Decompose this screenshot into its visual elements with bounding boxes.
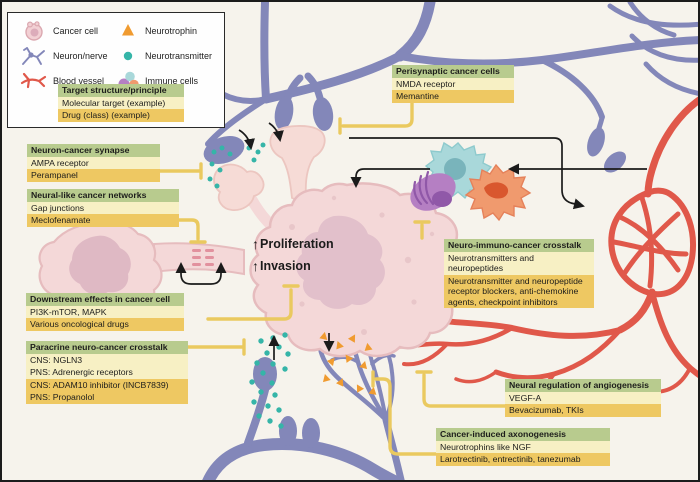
legend-item-neurotransmitter: Neurotransmitter [116, 45, 212, 67]
legend-item-cancer-cell: Cancer cell [20, 20, 98, 42]
legend-key: Target structure/principle Molecular tar… [58, 84, 184, 122]
box-drug: Neurotransmitter and neuropeptide recept… [444, 274, 594, 308]
effect-invasion: ↑ Invasion [252, 258, 334, 274]
box-target: PI3K-mTOR, MAPK [26, 305, 184, 318]
box-title: Neuro-immuno-cancer crosstalk [444, 239, 594, 252]
neuron-icon [22, 47, 45, 65]
neurotransmitter-icon [123, 51, 133, 61]
box-paracrine-crosstalk: Paracrine neuro-cancer crosstalk CNS: NG… [26, 341, 188, 404]
legend-label: Neuron/nerve [53, 51, 108, 61]
box-title: Neural-like cancer networks [27, 189, 179, 202]
legend-key-drug: Drug (class) (example) [58, 109, 184, 122]
box-downstream-effects: Downstream effects in cancer cell PI3K-m… [26, 293, 184, 331]
box-drug: Meclofenamate [27, 214, 179, 227]
box-drug: Various oncological drugs [26, 318, 184, 331]
box-title: Perisynaptic cancer cells [392, 65, 514, 78]
box-perisynaptic-cancer-cells: Perisynaptic cancer cells NMDA receptor … [392, 65, 514, 103]
box-target: NMDA receptor [392, 77, 514, 90]
blood-vessel-icon [20, 72, 47, 89]
effect-label: Invasion [260, 259, 311, 273]
legend: Cancer cell Neuron/nerve Blood vessel Ne… [7, 12, 225, 128]
effect-proliferation: ↑ Proliferation [252, 236, 334, 252]
box-target: PNS: Adrenergic receptors [26, 366, 188, 379]
cancer-cell-effects: ↑ Proliferation ↑ Invasion [252, 236, 334, 282]
legend-item-neurotrophin: Neurotrophin [116, 20, 197, 42]
effect-label: Proliferation [260, 237, 334, 251]
gap-junction [192, 249, 214, 266]
box-target: VEGF-A [505, 391, 661, 404]
box-neural-like-cancer-networks: Neural-like cancer networks Gap junction… [27, 189, 179, 227]
increase-arrow-icon: ↑ [252, 236, 259, 252]
box-target: AMPA receptor [27, 156, 160, 169]
legend-key-target: Molecular target (example) [58, 96, 184, 109]
cancer-cell-nucleus [296, 215, 385, 309]
increase-arrow-icon: ↑ [252, 258, 259, 274]
neurotransmitter-dots [207, 142, 291, 429]
box-drug: CNS: ADAM10 inhibitor (INCB7839) [26, 378, 188, 391]
legend-item-neuron: Neuron/nerve [20, 45, 108, 67]
box-drug: Perampanel [27, 169, 160, 182]
drug-connectors [158, 97, 507, 456]
legend-label: Neurotrophin [145, 26, 198, 36]
box-drug: Bevacizumab, TKIs [505, 404, 661, 417]
legend-label: Neurotransmitter [145, 51, 213, 61]
blood-vessel [375, 96, 698, 396]
cancer-cell-icon [25, 21, 43, 41]
box-target: Neurotrophins like NGF [436, 440, 610, 453]
legend-label: Cancer cell [53, 26, 99, 36]
box-drug: PNS: Propanolol [26, 391, 188, 404]
legend-label: Immune cells [145, 76, 199, 86]
box-neural-regulation-angiogenesis: Neural regulation of angiogenesis VEGF-A… [505, 379, 661, 417]
cancer-cells [38, 125, 468, 358]
box-target: Gap junctions [27, 201, 179, 214]
legend-item-blood-vessel: Blood vessel [20, 70, 104, 92]
legend-label: Blood vessel [53, 76, 105, 86]
signal-arrows [175, 122, 647, 360]
box-title: Paracrine neuro-cancer crosstalk [26, 341, 188, 354]
box-title: Neuron-cancer synapse [27, 144, 160, 157]
immune-cells [410, 141, 532, 222]
box-cancer-induced-axonogenesis: Cancer-induced axonogenesis Neurotrophin… [436, 428, 610, 466]
neurotrophin-triangles [319, 331, 377, 395]
legend-key-title: Target structure/principle [58, 84, 184, 97]
box-drug: Memantine [392, 90, 514, 103]
box-title: Cancer-induced axonogenesis [436, 428, 610, 441]
box-neuron-cancer-synapse: Neuron-cancer synapse AMPA receptor Pera… [27, 144, 160, 182]
box-target: CNS: NGLN3 [26, 353, 188, 366]
neurotrophin-icon [122, 24, 134, 36]
box-target: Neurotransmitters and neuropeptides [444, 251, 594, 275]
box-title: Neural regulation of angiogenesis [505, 379, 661, 392]
box-neuro-immuno-crosstalk: Neuro-immuno-cancer crosstalk Neurotrans… [444, 239, 594, 308]
box-title: Downstream effects in cancer cell [26, 293, 184, 306]
box-drug: Larotrectinib, entrectinib, tanezumab [436, 453, 610, 466]
